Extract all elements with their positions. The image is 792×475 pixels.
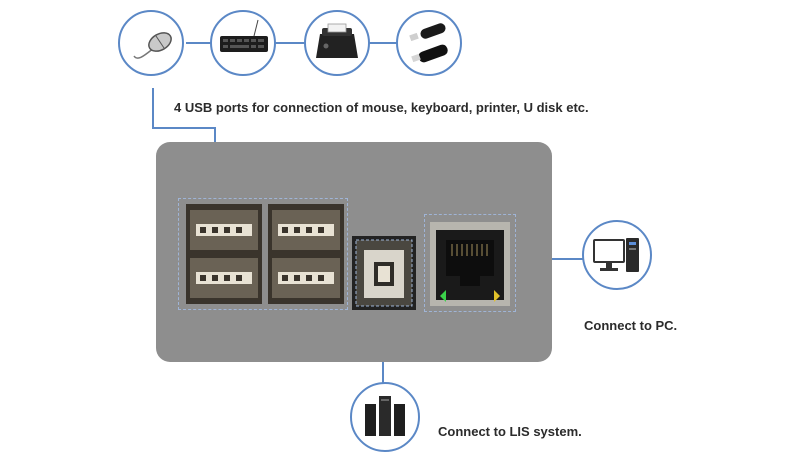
keyboard-icon (210, 10, 276, 76)
u-disk-icon (396, 10, 462, 76)
usb-a-port-stack-left (186, 204, 262, 309)
lis-server-icon (350, 382, 420, 452)
peripheral-link-wire (186, 42, 404, 44)
usb-b-port (352, 236, 416, 315)
rj45-port (430, 222, 510, 311)
desktop-pc-icon (582, 220, 652, 290)
lis-caption: Connect to LIS system. (438, 424, 582, 439)
usb-bracket-left (152, 88, 154, 128)
usb-bracket-bottom (152, 127, 216, 129)
rj45-outline (424, 214, 516, 312)
usb-a-port-stack-right (268, 204, 344, 309)
usb-caption: 4 USB ports for connection of mouse, key… (174, 100, 589, 115)
usb-group-outline (178, 198, 348, 310)
mouse-icon (118, 10, 184, 76)
pc-caption: Connect to PC. (584, 318, 678, 333)
printer-icon (304, 10, 370, 76)
